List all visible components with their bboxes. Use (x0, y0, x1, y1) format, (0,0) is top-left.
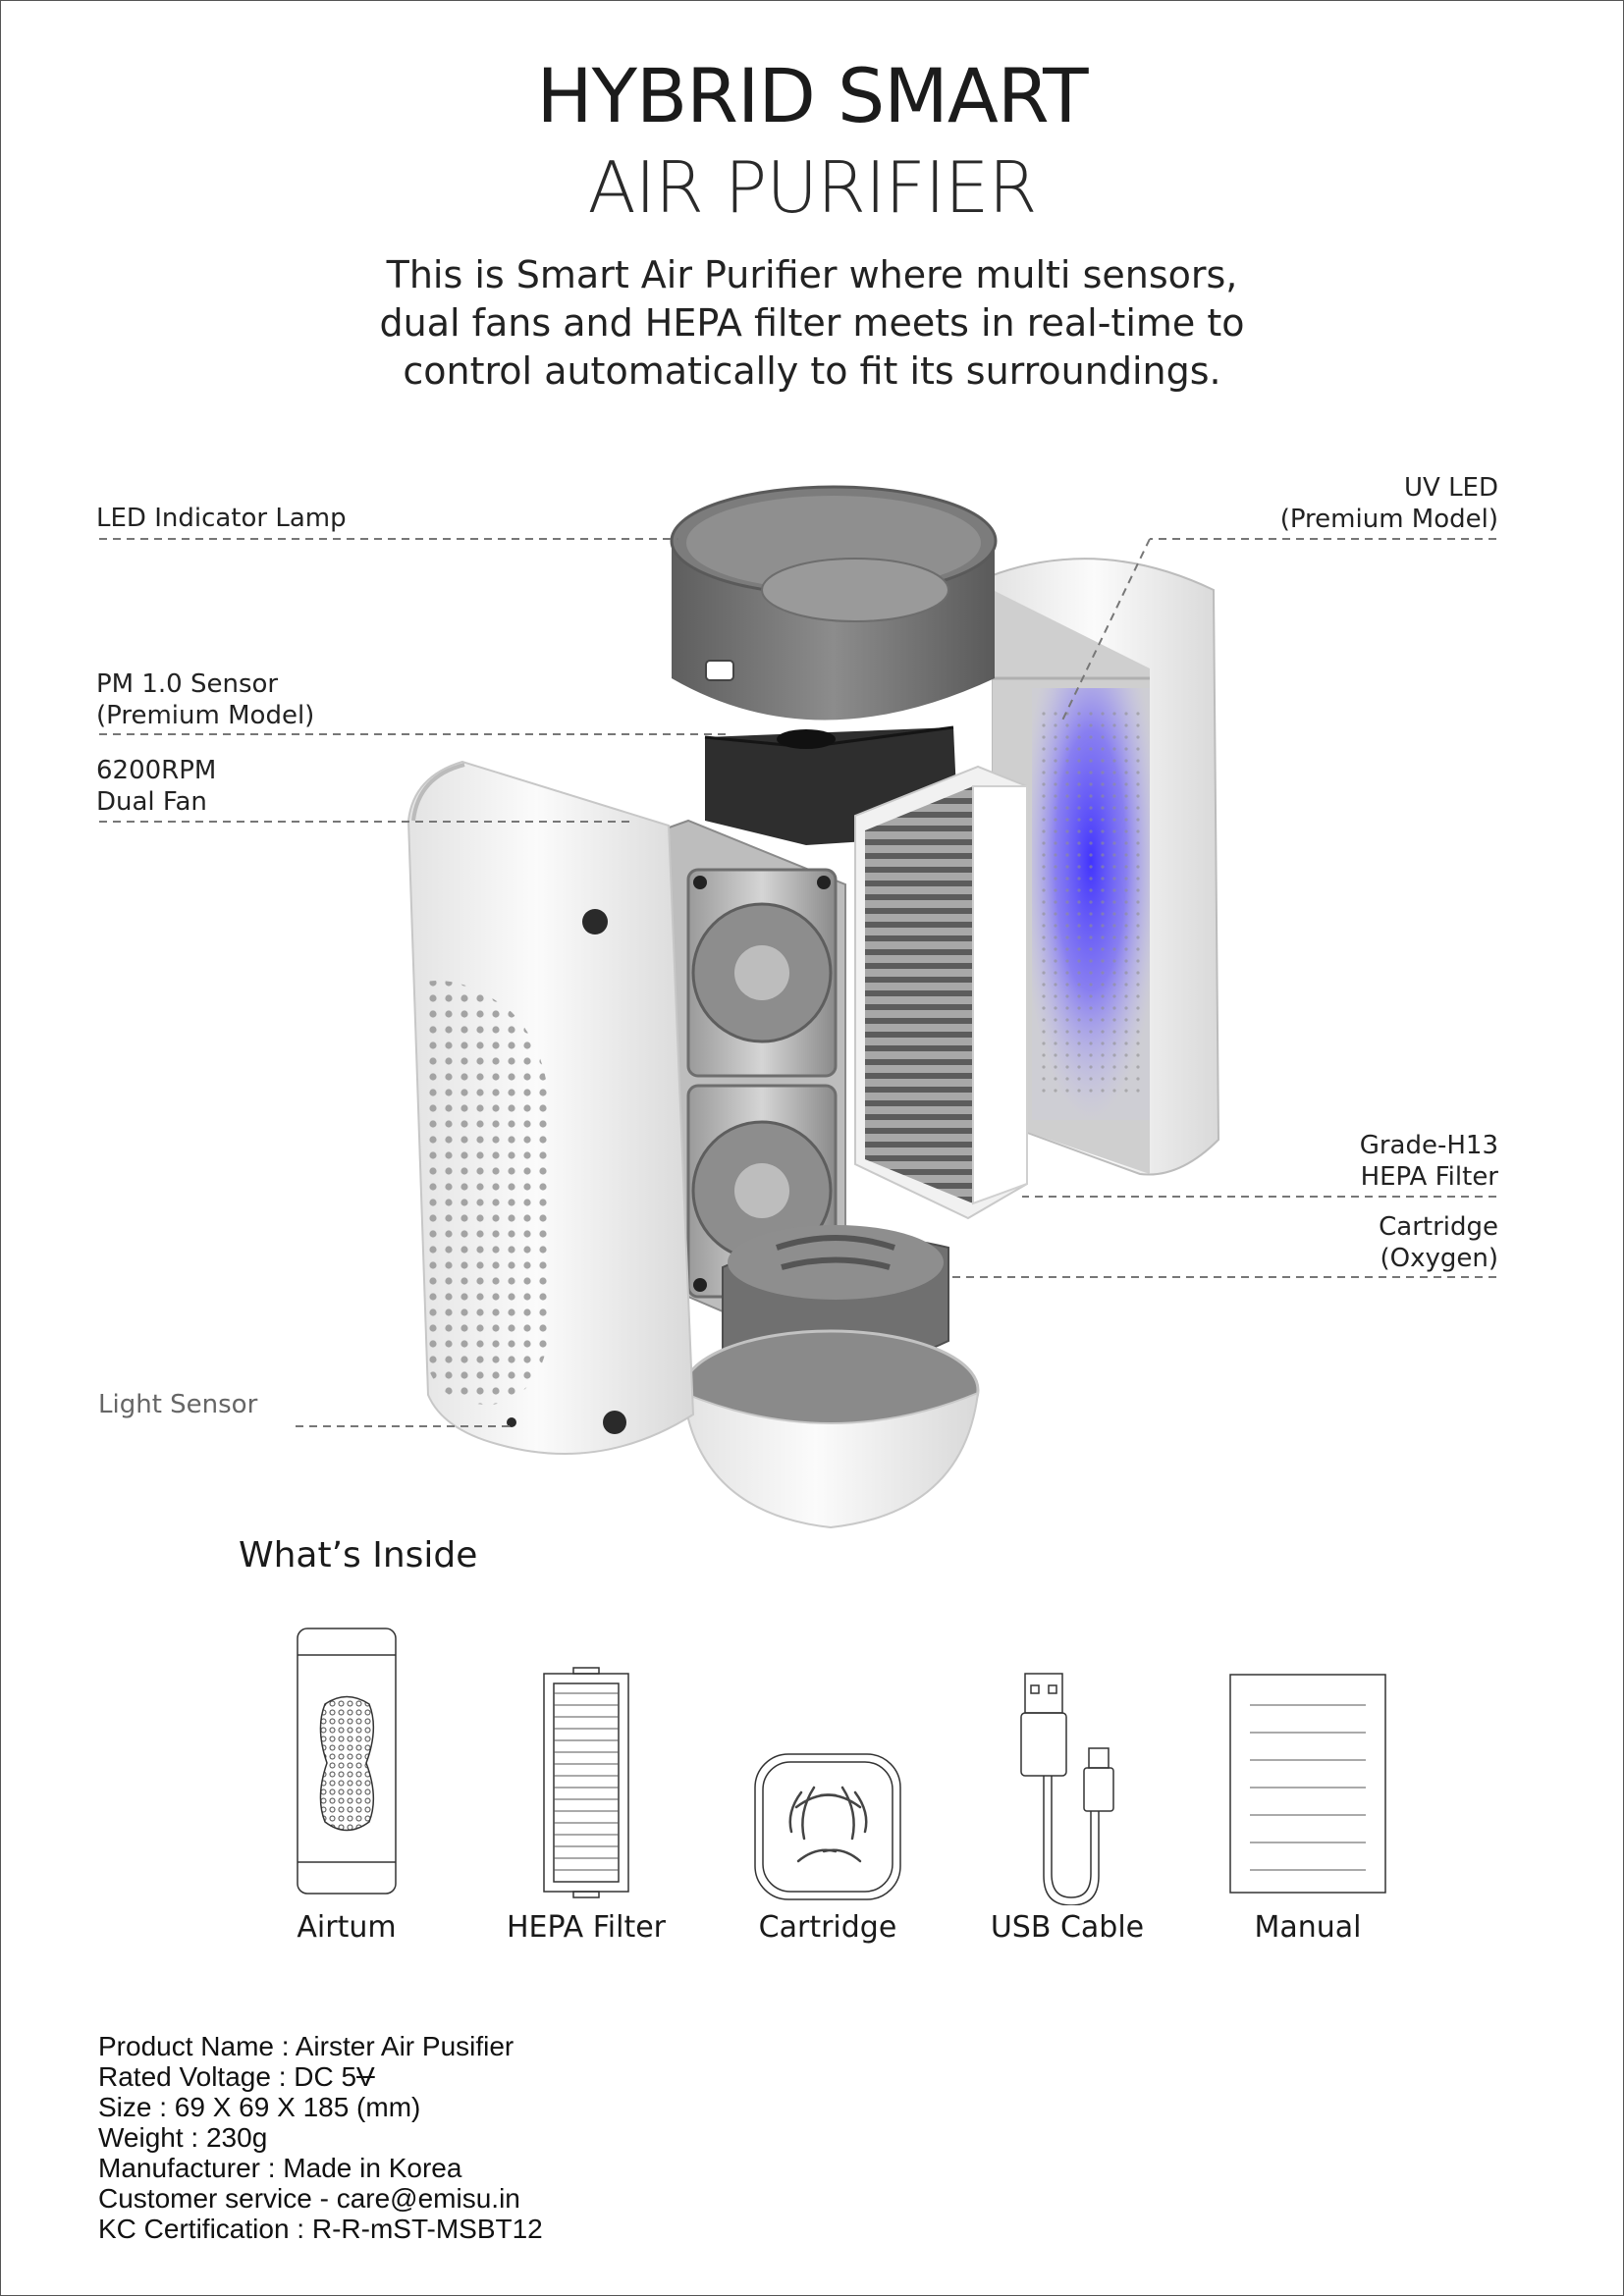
intro-line: dual fans and HEPA filter meets in real-… (379, 301, 1245, 345)
label-light-sensor: Light Sensor (98, 1389, 257, 1420)
whats-inside-icons (297, 1628, 1386, 1905)
label-line: 6200RPM (96, 756, 217, 785)
label-uv-led: UV LED (Premium Model) (1280, 472, 1498, 535)
item-label-manual: Manual (1254, 1910, 1362, 1945)
spec-product-name: Product Name : Airster Air Pusifier (98, 2031, 514, 2061)
intro-text: This is Smart Air Purifier where multi s… (321, 251, 1303, 396)
label-line: PM 1.0 Sensor (96, 669, 279, 699)
label-led-indicator-lamp: LED Indicator Lamp (96, 503, 347, 534)
purifier-icon (297, 1628, 397, 1895)
spec-rated-voltage-value: Rated Voltage : DC 5 (98, 2061, 357, 2092)
whats-inside-title: What’s Inside (239, 1535, 478, 1575)
label-line: Cartridge (1379, 1212, 1498, 1242)
spec-size: Size : 69 X 69 X 185 (mm) (98, 2092, 421, 2122)
spec-manufacturer: Manufacturer : Made in Korea (98, 2153, 462, 2183)
intro-line: This is Smart Air Purifier where multi s… (386, 253, 1238, 296)
label-line: (Oxygen) (1380, 1244, 1498, 1273)
item-label-airtum: Airtum (297, 1910, 397, 1945)
label-line: UV LED (1403, 473, 1498, 503)
label-line: Light Sensor (98, 1390, 258, 1419)
filter-icon (543, 1667, 629, 1898)
product-specs: Product Name : Airster Air Pusifier Rate… (98, 2031, 543, 2244)
intro-line: control automatically to fit its surroun… (403, 349, 1221, 393)
manual-icon (1229, 1674, 1386, 1894)
label-dual-fan: 6200RPM Dual Fan (96, 755, 216, 818)
item-label-usb-cable: USB Cable (990, 1910, 1145, 1945)
label-line: LED Indicator Lamp (96, 504, 347, 533)
leader-lines (99, 538, 1496, 1427)
item-label-cartridge: Cartridge (758, 1910, 897, 1945)
spec-customer-service: Customer service - care@emisu.in (98, 2183, 520, 2214)
spec-kc-certification: KC Certification : R-R-mST-MSBT12 (98, 2214, 543, 2244)
label-pm-sensor: PM 1.0 Sensor (Premium Model) (96, 668, 314, 731)
spec-weight: Weight : 230g (98, 2122, 268, 2153)
base-bowl (681, 1329, 980, 1529)
label-line: Dual Fan (96, 787, 207, 817)
usb-cable-icon (1020, 1673, 1114, 1905)
hepa-filter-part (854, 765, 1028, 1220)
top-cap (670, 485, 998, 721)
item-label-hepa-filter: HEPA Filter (506, 1910, 667, 1945)
label-hepa-filter: Grade-H13 HEPA Filter (1360, 1130, 1498, 1193)
cartridge-icon (754, 1753, 901, 1900)
spec-rated-voltage: Rated Voltage : DC 5V (98, 2061, 543, 2092)
label-cartridge: Cartridge (Oxygen) (1379, 1211, 1498, 1274)
label-line: (Premium Model) (96, 701, 315, 730)
back-shell (992, 558, 1220, 1176)
dc-symbol: V (356, 2061, 375, 2092)
title-line-2: AIR PURIFIER (587, 146, 1038, 229)
label-line: HEPA Filter (1360, 1162, 1498, 1192)
exploded-view-illustration (99, 485, 1496, 1529)
title-line-1: HYBRID SMART (536, 52, 1088, 139)
front-shell (406, 760, 695, 1455)
label-line: (Premium Model) (1279, 505, 1498, 534)
label-line: Grade-H13 (1359, 1131, 1498, 1160)
